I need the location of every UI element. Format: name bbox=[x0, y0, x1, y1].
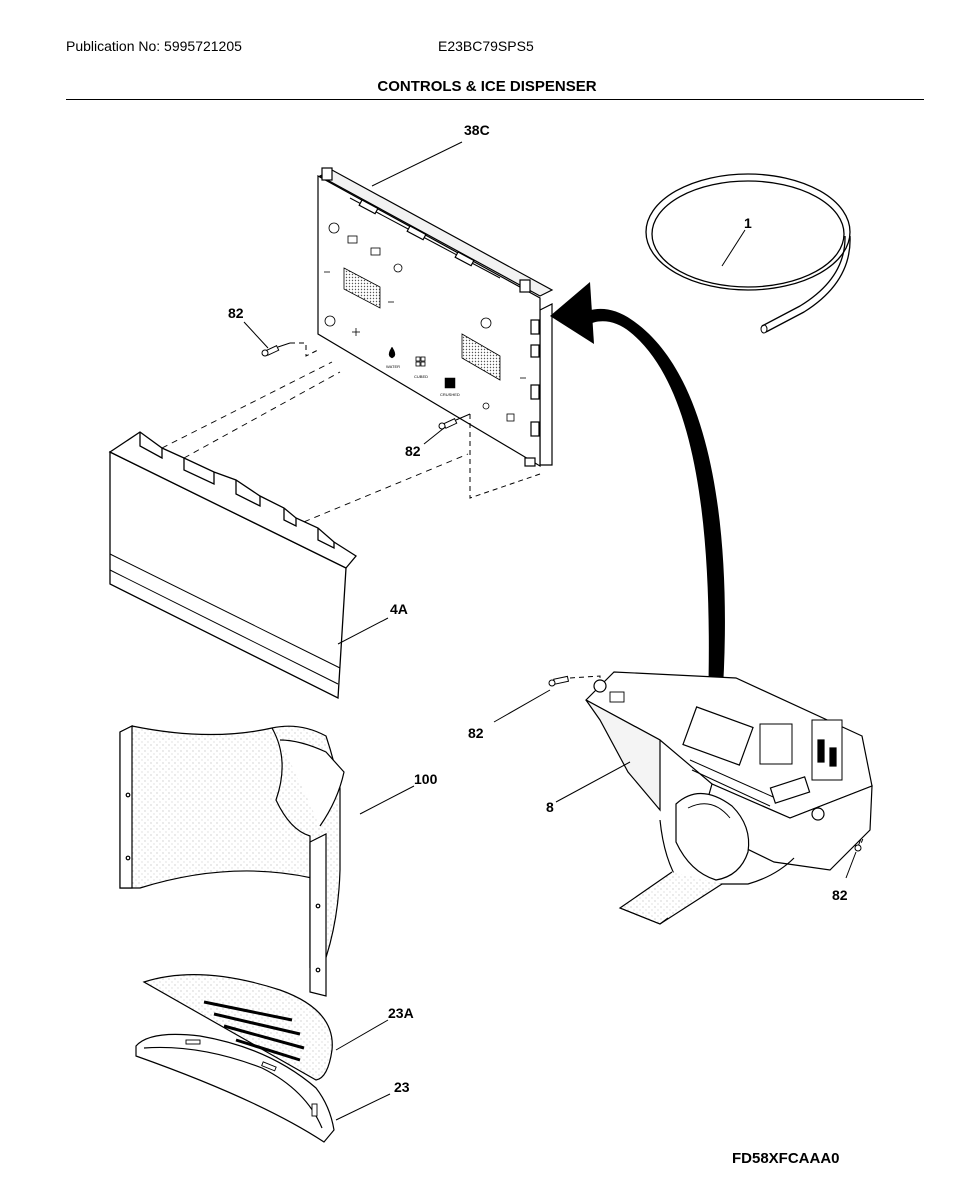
screw-82-top-left bbox=[261, 342, 291, 357]
label-82-dispenser-left: 82 bbox=[468, 725, 484, 741]
grille-23a bbox=[142, 974, 333, 1081]
header-rule bbox=[66, 99, 924, 100]
assembly-arrow bbox=[550, 282, 725, 704]
leader-38c bbox=[371, 141, 463, 187]
label-4a: 4A bbox=[390, 601, 408, 617]
leader-1 bbox=[721, 229, 746, 267]
cover-4a bbox=[108, 431, 357, 700]
leader-82-top-left bbox=[243, 321, 269, 349]
screw-82-mid bbox=[438, 413, 471, 430]
page-title: CONTROLS & ICE DISPENSER bbox=[377, 78, 597, 95]
chute-door-100 bbox=[119, 725, 345, 997]
leader-82-dispenser-left bbox=[493, 689, 551, 723]
panel-label-crushed: CRUSHED bbox=[440, 392, 460, 397]
model-number: E23BC79SPS5 bbox=[438, 38, 534, 54]
label-82-top-left: 82 bbox=[228, 305, 244, 321]
dispenser-housing-8 bbox=[585, 671, 873, 925]
leader-23 bbox=[335, 1093, 391, 1121]
label-1: 1 bbox=[744, 215, 752, 231]
leader-23a bbox=[335, 1019, 389, 1051]
assembly-lines bbox=[161, 361, 469, 527]
label-100: 100 bbox=[414, 771, 438, 787]
water-tubing-1 bbox=[645, 173, 851, 334]
diagram-code: FD58XFCAAA0 bbox=[732, 1150, 840, 1167]
drip-tray-23 bbox=[135, 1033, 335, 1143]
label-23: 23 bbox=[394, 1079, 410, 1095]
panel-label-cubed: CUBED bbox=[414, 374, 428, 379]
control-board-38c bbox=[317, 167, 554, 468]
label-38c: 38C bbox=[464, 122, 490, 138]
leader-82-mid bbox=[423, 427, 445, 445]
leader-82-dispenser-right bbox=[845, 851, 857, 879]
label-82-dispenser-right: 82 bbox=[832, 887, 848, 903]
label-23a: 23A bbox=[388, 1005, 414, 1021]
leader-8 bbox=[555, 761, 631, 803]
panel-label-water: WATER bbox=[386, 364, 400, 369]
leader-100 bbox=[359, 785, 415, 815]
label-8: 8 bbox=[546, 799, 554, 815]
leader-4a bbox=[337, 617, 389, 645]
publication-number: Publication No: 5995721205 bbox=[66, 38, 242, 54]
screw-82-dispenser-left bbox=[548, 675, 570, 687]
label-82-mid: 82 bbox=[405, 443, 421, 459]
